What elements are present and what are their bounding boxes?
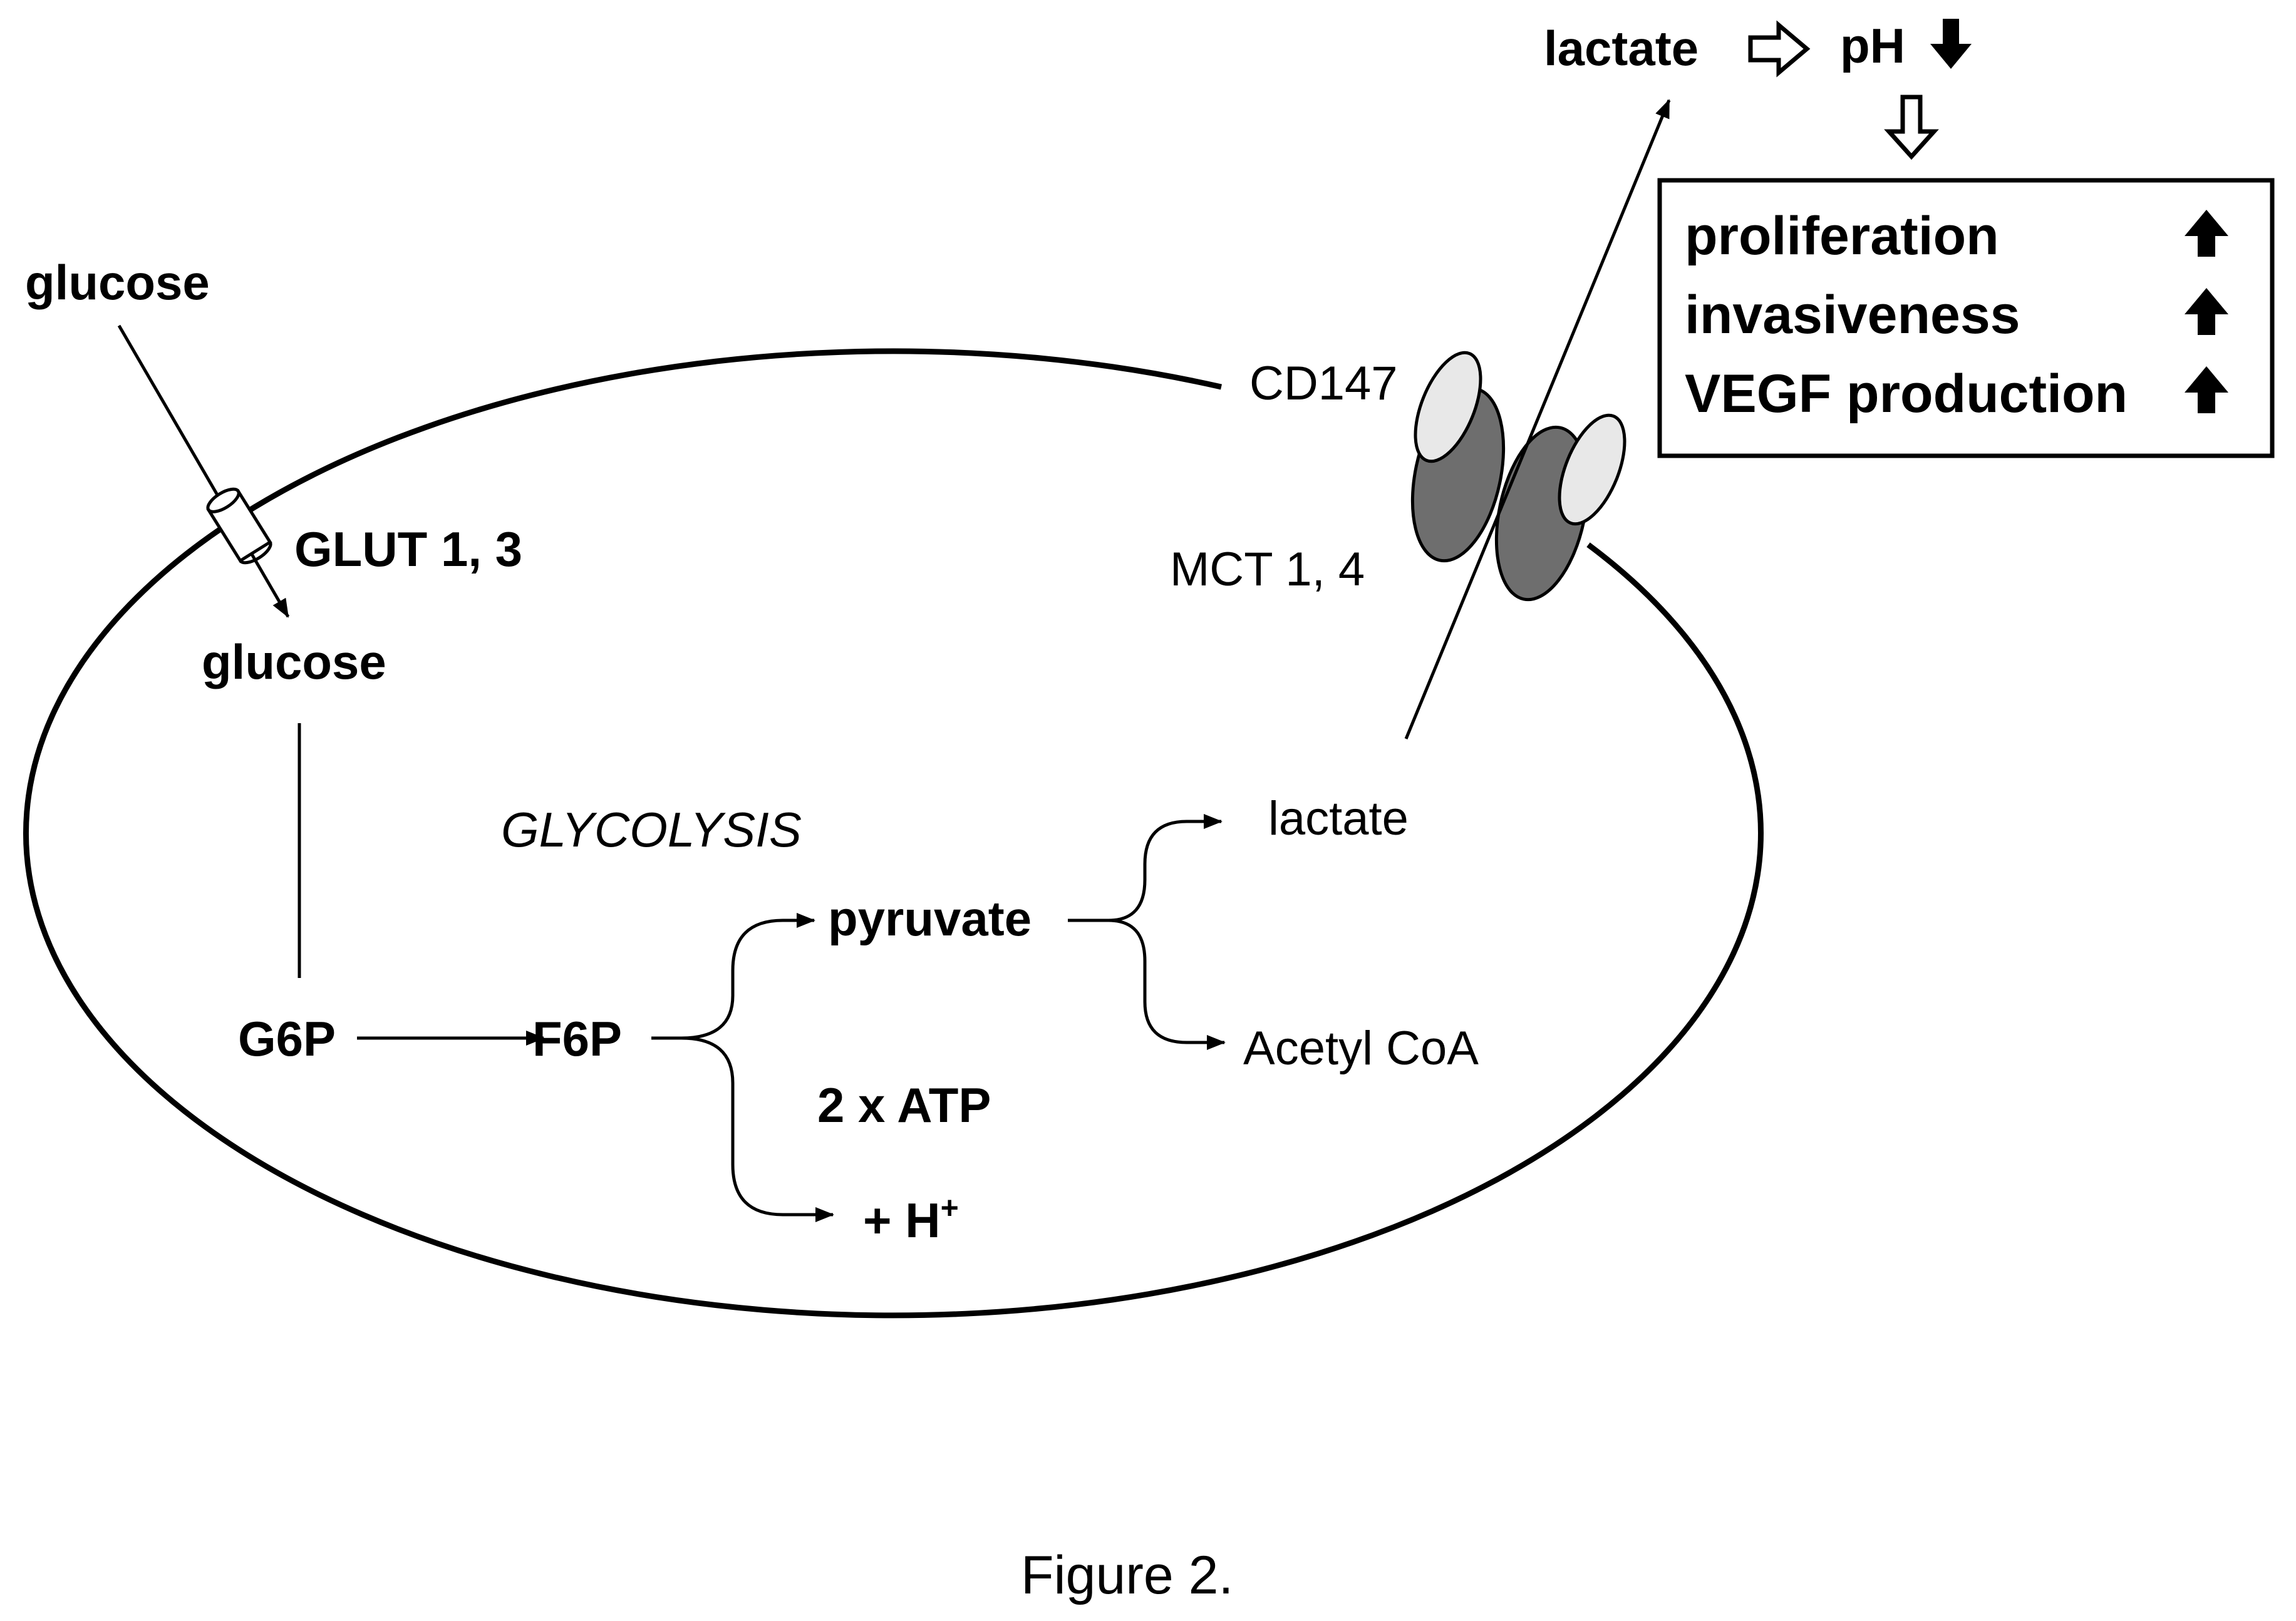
cd147-right <box>1558 413 1626 526</box>
mct-cd147-complex <box>1410 351 1626 602</box>
ph-down-icon <box>1930 19 1972 69</box>
glut-transporter <box>206 487 272 565</box>
effect-invasiveness-label: invasiveness <box>1685 285 2020 345</box>
invasiveness-up-icon <box>2185 288 2228 335</box>
glut-label: GLUT 1, 3 <box>294 522 522 577</box>
cd147-label: CD147 <box>1249 357 1398 410</box>
effects-box <box>1657 178 2275 458</box>
effect-proliferation-label: proliferation <box>1685 206 1999 266</box>
effect-vegf-label: VEGF production <box>1685 364 2128 424</box>
mct-label: MCT 1, 4 <box>1170 543 1365 596</box>
glycolysis-label: GLYCOLYSIS <box>501 802 802 857</box>
f6p-to-pyruvate-arrow <box>651 913 815 1040</box>
lactate-inside-label: lactate <box>1268 792 1409 845</box>
glucose-inside-label: glucose <box>202 634 386 689</box>
ph-label: pH <box>1840 18 1905 73</box>
g6p-label: G6P <box>238 1011 336 1066</box>
hplus-label: + H+ <box>863 1190 959 1248</box>
cd147-left <box>1414 351 1482 463</box>
lactate-outside-label: lactate <box>1544 21 1699 76</box>
f6p-label: F6P <box>532 1011 622 1066</box>
pyruvate-to-lactate-arrow <box>1068 814 1223 922</box>
glucose-uptake-line <box>117 324 290 618</box>
glucose-outside-label: glucose <box>25 255 210 310</box>
proliferation-up-icon <box>2185 210 2228 257</box>
figure-caption: Figure 2. <box>1021 1545 1233 1605</box>
down-hollow-arrow-icon <box>1884 95 1939 160</box>
lactate-to-ph-hollow-arrow <box>1748 20 1811 78</box>
pyruvate-to-acetylcoa-arrow <box>1108 919 1226 1050</box>
hplus-superscript: + <box>941 1190 959 1225</box>
cell-membrane <box>23 348 1764 1319</box>
pyruvate-label: pyruvate <box>828 891 1032 946</box>
f6p-to-hplus-arrow <box>681 1036 834 1222</box>
atp-label: 2 x ATP <box>817 1078 991 1133</box>
lactate-export-arrow <box>1404 99 1671 739</box>
vegf-up-icon <box>2185 366 2228 413</box>
acetylcoa-label: Acetyl CoA <box>1243 1022 1479 1075</box>
